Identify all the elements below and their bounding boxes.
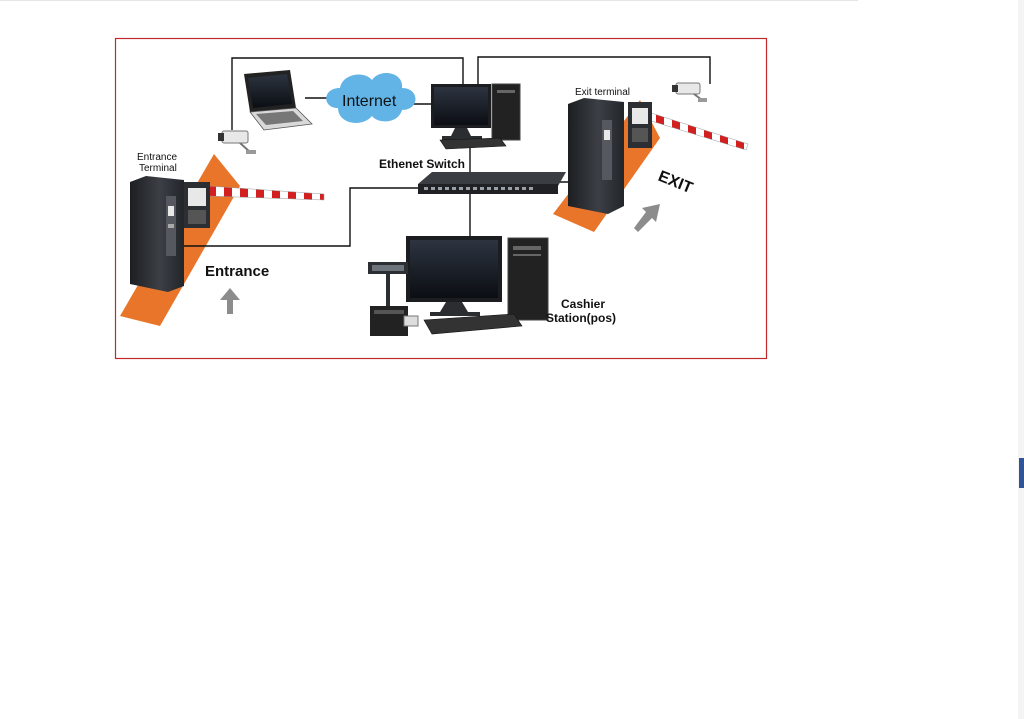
ethernet-switch-label: Ethenet Switch xyxy=(379,157,466,171)
pos-display-icon xyxy=(368,262,408,308)
cashier-label-line1: Cashier xyxy=(561,297,606,311)
receipt-printer-icon xyxy=(370,306,419,336)
entrance-terminal-label-line1: Entrance xyxy=(137,152,178,163)
window-edge-strip xyxy=(1018,0,1024,719)
entrance-barrier-icon xyxy=(184,182,325,228)
entrance-camera-icon xyxy=(218,130,256,154)
exit-terminal-label: Exit terminal xyxy=(575,87,631,98)
exit-direction-arrow xyxy=(634,204,660,232)
entrance-terminal-icon xyxy=(130,176,184,292)
server-pc-icon xyxy=(431,83,521,150)
cashier-pc-icon xyxy=(406,236,549,335)
exit-terminal-icon xyxy=(568,98,624,214)
internet-cloud-icon xyxy=(326,73,416,123)
window-edge-tab xyxy=(1019,458,1024,488)
entrance-label: Entrance xyxy=(205,263,270,280)
exit-camera-icon xyxy=(672,82,707,102)
cashier-label-line2: Station(pos) xyxy=(546,311,616,325)
entrance-terminal-label-line2: Terminal xyxy=(139,163,177,174)
top-divider xyxy=(0,0,858,1)
ethernet-switch-icon xyxy=(418,172,566,194)
exit-barrier-icon xyxy=(628,102,749,151)
internet-label: Internet xyxy=(342,93,397,110)
laptop-icon xyxy=(244,70,313,131)
entrance-direction-arrow xyxy=(220,288,240,314)
